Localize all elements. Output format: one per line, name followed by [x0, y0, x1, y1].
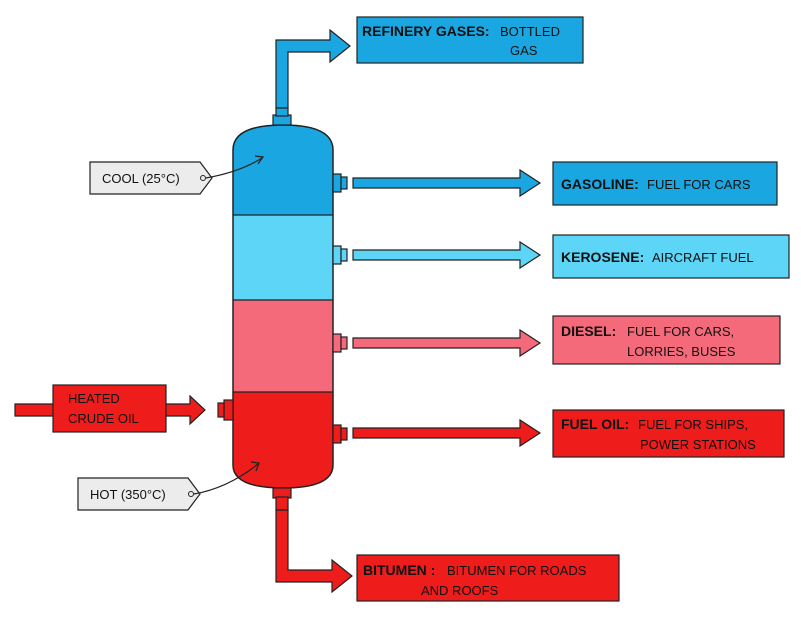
- fuel-oil-use-2: POWER STATIONS: [640, 437, 756, 452]
- bitumen-use-1: BITUMEN FOR ROADS: [447, 563, 587, 578]
- kerosene-arrow: [352, 240, 542, 270]
- heated-crude-oil-box: HEATED CRUDE OIL: [52, 384, 167, 433]
- column-zone-gasoline: [233, 125, 333, 215]
- hot-tag-label: HOT (350°C): [90, 487, 166, 502]
- refinery-gases-use-2: GAS: [510, 43, 538, 58]
- column-zone-fuel-oil: [233, 392, 333, 488]
- gasoline-arrow: [352, 168, 542, 198]
- cool-tag: COOL (25°C): [89, 155, 265, 195]
- cool-tag-label: COOL (25°C): [102, 171, 180, 186]
- refinery-gases-name: REFINERY GASES:: [362, 23, 490, 39]
- kerosene-box: KEROSENE: AIRCRAFT FUEL: [552, 234, 790, 279]
- refinery-gases-box: REFINERY GASES: BOTTLED GAS: [356, 16, 584, 64]
- diesel-box: DIESEL: FUEL FOR CARS, LORRIES, BUSES: [552, 315, 781, 365]
- column-zone-kerosene: [233, 215, 333, 300]
- diesel-use-2: LORRIES, BUSES: [627, 344, 736, 359]
- diesel-arrow: [352, 328, 542, 358]
- column-outline: [232, 124, 334, 489]
- bitumen-name: BITUMEN :: [363, 562, 435, 578]
- bitumen-box: BITUMEN : BITUMEN FOR ROADS AND ROOFS: [356, 554, 620, 602]
- gasoline-use: FUEL FOR CARS: [647, 177, 751, 192]
- cool-pointer-line: [205, 157, 263, 179]
- kerosene-use: AIRCRAFT FUEL: [652, 250, 754, 265]
- diesel-use-1: FUEL FOR CARS,: [627, 324, 734, 339]
- fuel-oil-nozzle: [332, 424, 342, 444]
- crude-oil-line2: CRUDE OIL: [68, 411, 139, 426]
- fractionating-column: [217, 107, 348, 511]
- diesel-nozzle: [332, 333, 342, 353]
- diesel-name: DIESEL:: [561, 323, 616, 339]
- kerosene-nozzle: [332, 245, 342, 265]
- kerosene-name: KEROSENE:: [561, 249, 644, 265]
- column-zone-diesel: [233, 300, 333, 392]
- fuel-oil-box: FUEL OIL: FUEL FOR SHIPS, POWER STATIONS: [552, 409, 785, 458]
- bitumen-arrow: [275, 509, 353, 594]
- fuel-oil-arrow: [352, 418, 542, 448]
- fuel-oil-name: FUEL OIL:: [561, 416, 629, 432]
- inlet-nozzle: [223, 399, 234, 421]
- crude-oil-line1: HEATED: [68, 391, 120, 406]
- fuel-oil-use-1: FUEL FOR SHIPS,: [638, 417, 748, 432]
- refinery-gases-use-1: BOTTLED: [500, 24, 560, 39]
- bitumen-use-2: AND ROOFS: [421, 583, 499, 598]
- gasoline-box: GASOLINE: FUEL FOR CARS: [552, 161, 778, 206]
- gasoline-name: GASOLINE:: [561, 176, 639, 192]
- hot-pointer-line: [193, 463, 259, 495]
- hot-tag: HOT (350°C): [77, 461, 260, 511]
- gasoline-nozzle: [332, 173, 342, 193]
- refinery-gases-arrow: [275, 28, 351, 109]
